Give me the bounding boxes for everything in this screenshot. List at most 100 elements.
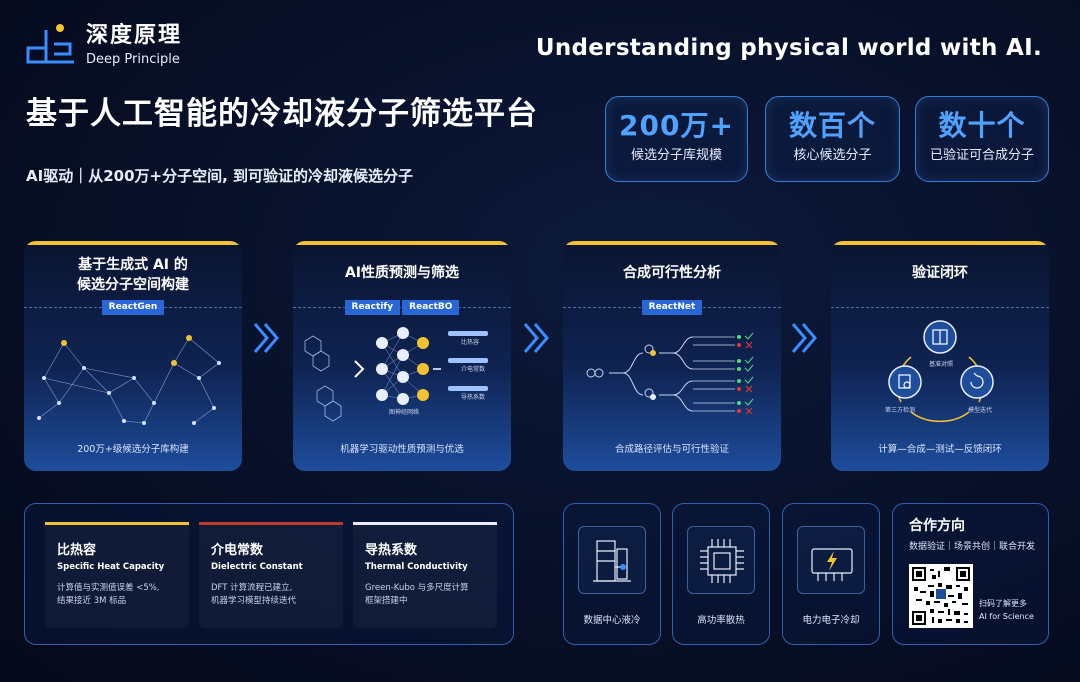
icon-frame <box>797 526 865 594</box>
loop-label: 基准对照 <box>929 361 954 368</box>
stat-value: 200万+ <box>619 109 734 142</box>
stat-label: 已验证可合成分子 <box>929 148 1034 163</box>
chevron-right-icon <box>791 323 817 353</box>
application-label: 高功率散热 <box>697 615 745 626</box>
application-high-power: 高功率散热 <box>672 503 770 645</box>
page-subtitle: AI驱动｜从200万+分子空间, 到可验证的冷却液候选分子 <box>26 167 413 185</box>
card-accent-bar <box>831 241 1049 245</box>
property-subtitle: Specific Heat Capacity <box>57 562 165 572</box>
molecule-network-icon <box>37 335 221 425</box>
card-caption: 计算—合成—测试—反馈闭环 <box>878 444 1002 455</box>
qr-code-icon <box>912 567 970 625</box>
stat-verified: 数十个 已验证可合成分子 <box>915 96 1049 182</box>
card-caption: 200万+级候选分子库构建 <box>77 444 189 455</box>
description-line: 计算值与实测值误差 <5%, <box>57 583 160 593</box>
card-accent-bar <box>24 241 242 245</box>
output-label: 比热容 <box>461 339 480 346</box>
cooperation-directions: 数据验证｜场景共创｜联合开发 <box>909 542 1036 552</box>
property-accent-bar <box>199 522 343 525</box>
brand-logo: 深度原理 Deep Principle <box>24 22 194 70</box>
cooperation-title: 合作方向 <box>909 518 965 534</box>
property-card-dielectric: 介电常数 Dielectric Constant DFT 计算流程已建立, 机器… <box>199 522 343 628</box>
model-tag: Reactify <box>344 300 401 315</box>
card-title: AI性质预测与筛选 <box>293 263 511 283</box>
property-title: 导热系数 <box>365 543 418 558</box>
property-card-heat-capacity: 比热容 Specific Heat Capacity 计算值与实测值误差 <5%… <box>45 522 189 628</box>
card-tags: ReactGen <box>24 300 242 315</box>
loop-label: 第三方检测 <box>885 407 916 414</box>
property-title: 介电常数 <box>211 543 264 558</box>
tagline: Understanding physical world with AI. <box>535 35 1042 61</box>
description-line: 结果接近 3M 标品 <box>57 596 127 606</box>
property-card-thermal-conductivity: 导热系数 Thermal Conductivity Green-Kubo 与多尺… <box>353 522 497 628</box>
card-title-line: 基于生成式 AI 的 <box>78 257 188 273</box>
description-line: 机器学习模型持续迭代 <box>211 596 297 606</box>
description-line: Green-Kubo 与多尺度计算 <box>365 583 469 593</box>
cooperation-panel: 合作方向 数据验证｜场景共创｜联合开发 扫码了解更多 AI for Scienc… <box>892 503 1049 645</box>
description-line: DFT 计算流程已建立, <box>211 583 293 593</box>
property-subtitle: Dielectric Constant <box>211 562 303 572</box>
property-accent-bar <box>45 522 189 525</box>
pipeline-card-validation: 验证闭环 基准对照 第三方检测 模型迭代 计算—合成—测试—反馈闭环 <box>831 241 1049 471</box>
page-title: 基于人工智能的冷却液分子筛选平台 <box>26 96 538 132</box>
pipeline-card-prediction: AI性质预测与筛选 Reactify ReactBO 图神经网络 比热容 介电常… <box>293 241 511 471</box>
power-module-icon <box>811 548 853 581</box>
output-label: 导热系数 <box>461 394 486 401</box>
card-title-line: 验证闭环 <box>912 265 968 281</box>
property-accent-bar <box>353 522 497 525</box>
card-accent-bar <box>563 241 781 245</box>
property-subtitle: Thermal Conductivity <box>365 562 468 572</box>
model-tag: ReactNet <box>641 300 703 315</box>
brand-name-en: Deep Principle <box>86 52 180 67</box>
scan-hint: 扫码了解更多 <box>979 599 1027 608</box>
card-title-line: 合成可行性分析 <box>623 265 721 281</box>
brand-name-cn: 深度原理 <box>86 23 183 48</box>
card-title-line: 候选分子空间构建 <box>77 277 189 293</box>
scan-hint-sub: AI for Science <box>979 612 1034 621</box>
card-title: 验证闭环 <box>831 263 1049 283</box>
description-line: 框架搭建中 <box>365 596 408 606</box>
server-cooling-icon <box>593 540 631 582</box>
stat-library-size: 200万+ 候选分子库规模 <box>605 96 748 182</box>
gnn-label: 图神经网络 <box>389 409 420 416</box>
deep-principle-logo-icon <box>26 24 74 64</box>
application-datacenter: 数据中心液冷 <box>563 503 661 645</box>
qr-code[interactable] <box>909 564 973 628</box>
chip-icon <box>700 539 744 583</box>
application-label: 数据中心液冷 <box>583 615 641 626</box>
card-caption: 合成路径评估与可行性验证 <box>614 444 729 455</box>
application-label: 电力电子冷却 <box>802 615 860 626</box>
application-power-electronics: 电力电子冷却 <box>782 503 880 645</box>
icon-frame <box>687 526 755 594</box>
synthesis-tree-icon <box>586 332 754 415</box>
stat-core-candidates: 数百个 核心候选分子 <box>765 96 900 182</box>
card-title-line: AI性质预测与筛选 <box>344 265 460 281</box>
properties-panel: 比热容 Specific Heat Capacity 计算值与实测值误差 <5%… <box>24 503 514 645</box>
stat-label: 核心候选分子 <box>793 148 872 163</box>
card-caption: 机器学习驱动性质预测与优选 <box>340 444 464 455</box>
card-accent-bar <box>293 241 511 245</box>
card-divider <box>831 307 1049 308</box>
card-tags: Reactify ReactBO <box>293 300 511 315</box>
chevron-right-icon <box>523 323 549 353</box>
property-title: 比热容 <box>57 543 97 558</box>
output-label: 介电常数 <box>461 366 486 373</box>
card-divider <box>293 307 511 308</box>
stat-label: 候选分子库规模 <box>630 148 722 163</box>
model-tag: ReactBO <box>402 300 460 315</box>
icon-frame <box>578 526 646 594</box>
property-description: Green-Kubo 与多尺度计算 框架搭建中 <box>365 582 491 608</box>
stat-value: 数百个 <box>788 109 876 142</box>
card-title: 合成可行性分析 <box>563 263 781 283</box>
loop-label: 模型迭代 <box>968 407 993 414</box>
pipeline-card-generation: 基于生成式 AI 的 候选分子空间构建 ReactGen 200万+级候选分子库… <box>24 241 242 471</box>
neural-network-icon <box>304 327 488 422</box>
card-title: 基于生成式 AI 的 候选分子空间构建 <box>24 255 242 295</box>
chevron-right-icon <box>253 323 279 353</box>
validation-loop-icon <box>888 320 994 423</box>
pipeline-card-synthesis: 合成可行性分析 ReactNet 合成路径评估与可行性验证 <box>563 241 781 471</box>
stat-value: 数十个 <box>938 109 1026 142</box>
property-description: DFT 计算流程已建立, 机器学习模型持续迭代 <box>211 582 337 608</box>
card-tags: ReactNet <box>563 300 781 315</box>
model-tag: ReactGen <box>101 300 165 315</box>
